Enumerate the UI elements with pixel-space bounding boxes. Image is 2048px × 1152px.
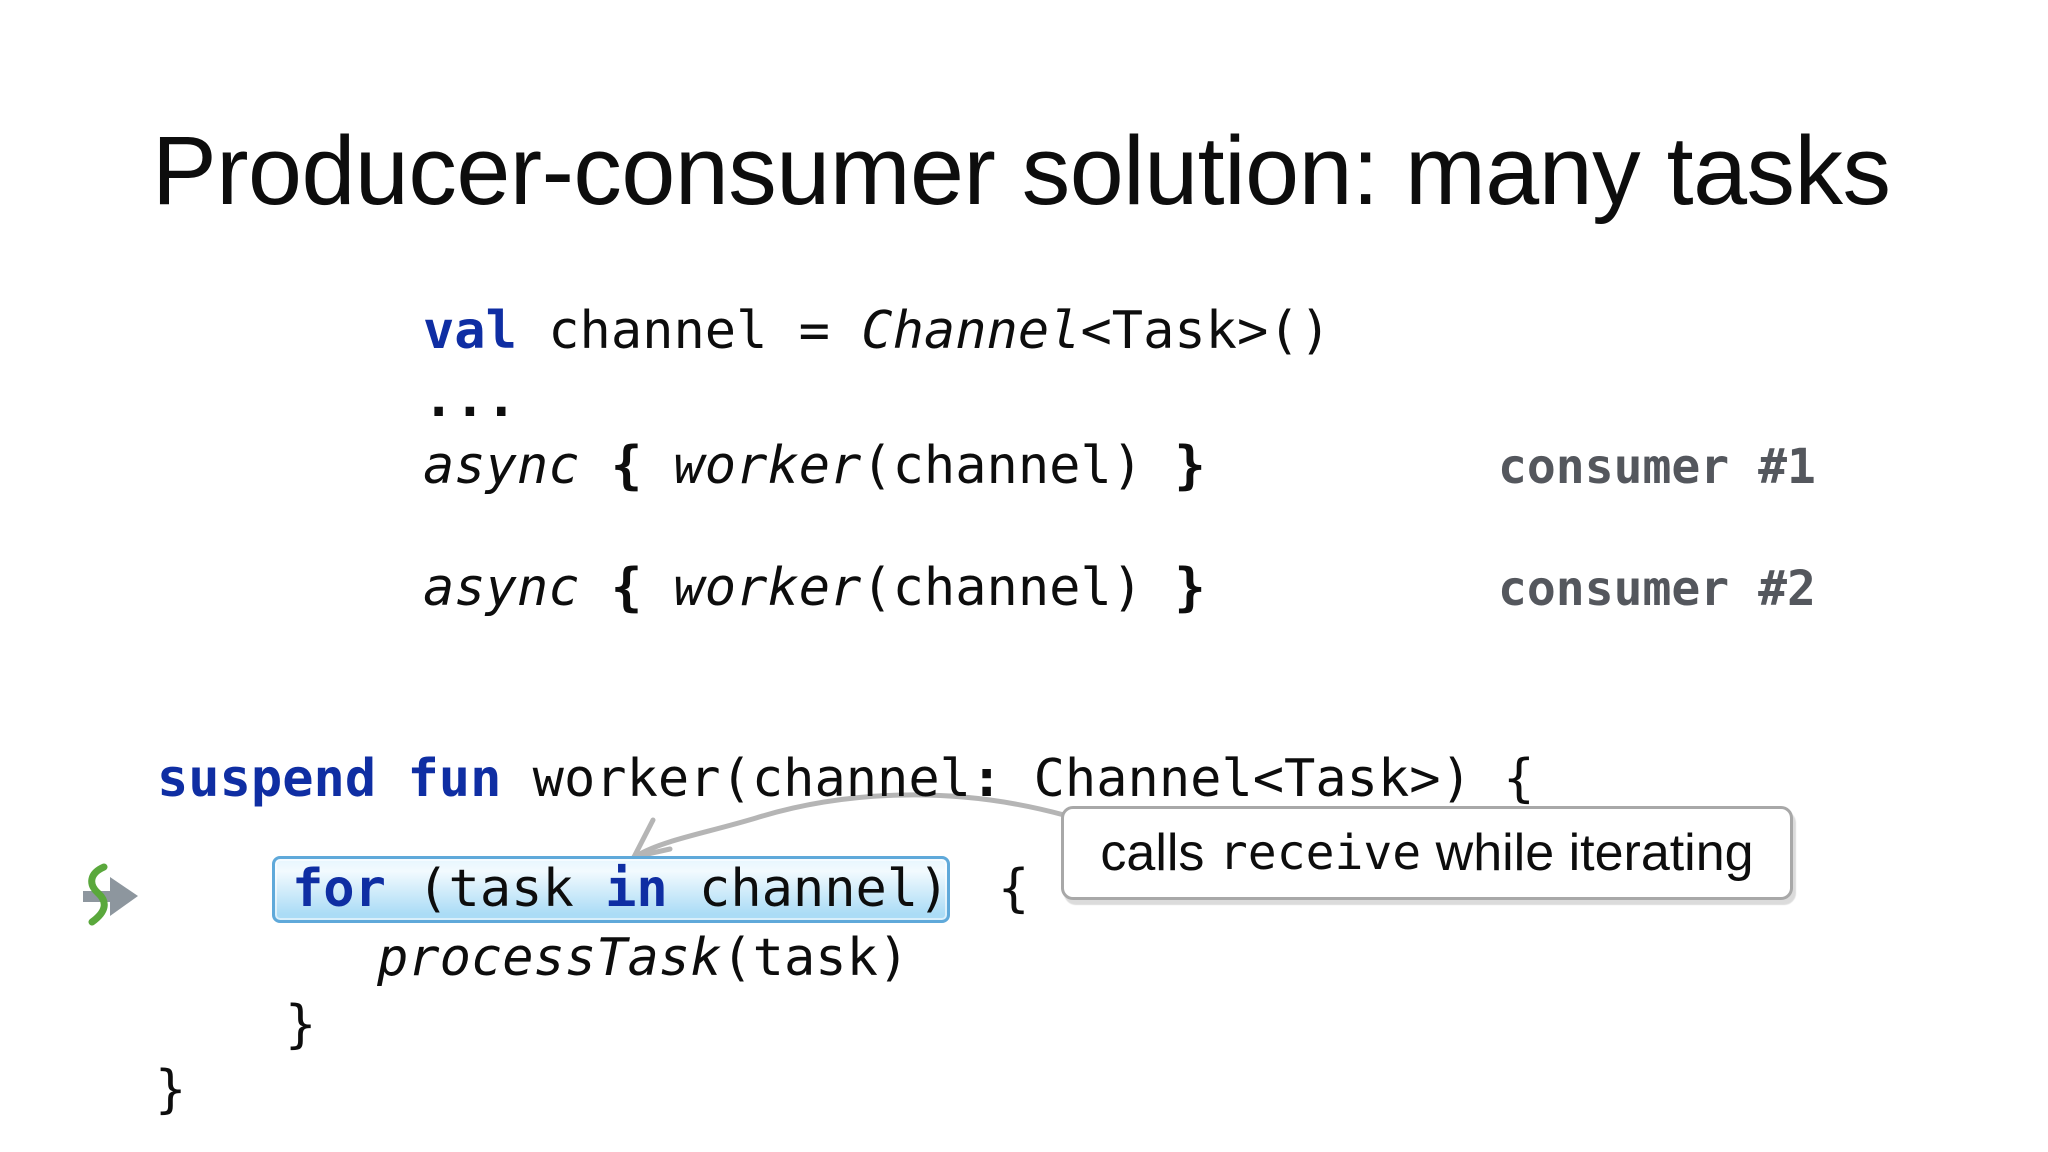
callout-text-suffix: while iterating [1421, 824, 1754, 882]
code-token: async [423, 558, 611, 618]
code-line-for-open-brace: { [998, 856, 1029, 922]
code-token: consumer #1 [1498, 439, 1816, 495]
code-token: <Task>() [1080, 301, 1331, 361]
code-token: } [1174, 436, 1206, 496]
code-line-async-2: async { worker(channel) } [423, 555, 1206, 621]
code-token: (channel) [861, 558, 1175, 618]
code-token: (task [385, 859, 606, 919]
code-token: (channel) [861, 436, 1175, 496]
code-token: } [155, 1060, 187, 1120]
code-token: Channel<Task>) { [1002, 749, 1535, 809]
code-token: : [970, 749, 1003, 809]
code-line-ellipsis: ... [423, 366, 517, 432]
code-line-async-1: async { worker(channel) } [423, 433, 1206, 499]
code-token: } [285, 995, 317, 1055]
code-token: consumer #2 [1498, 561, 1816, 617]
code-line-for: for (task in channel) [292, 856, 949, 922]
code-line-close-brace-outer: } [155, 1057, 186, 1123]
code-token: channel = [516, 301, 862, 361]
code-token: worker [673, 558, 862, 618]
callout-box: calls receive while iterating [1061, 806, 1793, 900]
code-token: val [423, 301, 517, 361]
code-line-close-brace-inner: } [285, 992, 316, 1058]
code-token: { [998, 859, 1030, 919]
code-token: Channel [861, 301, 1081, 361]
code-token: { [610, 436, 674, 496]
code-token: processTask [377, 928, 722, 988]
label-consumer-1: consumer #1 [1498, 433, 1816, 499]
code-token: { [610, 558, 674, 618]
callout-text-prefix: calls [1100, 824, 1219, 882]
code-token: async [423, 436, 611, 496]
code-token: channel) [667, 859, 950, 919]
code-token: ... [423, 369, 517, 429]
code-token: in [605, 859, 668, 919]
code-line-val: val channel = Channel<Task>() [423, 298, 1331, 364]
callout-code-receive: receive [1218, 825, 1422, 881]
code-token: (task) [721, 928, 910, 988]
code-token: } [1174, 558, 1206, 618]
code-token: worker(channel [501, 749, 971, 809]
code-token: for [292, 859, 386, 919]
code-line-suspend-fun: suspend fun worker(channel: Channel<Task… [157, 746, 1535, 812]
code-line-processtask: processTask(task) [377, 925, 909, 991]
label-consumer-2: consumer #2 [1498, 555, 1816, 621]
code-token: worker [673, 436, 862, 496]
code-token: suspend fun [157, 749, 502, 809]
for-loop-highlight [272, 856, 950, 923]
slide-title: Producer-consumer solution: many tasks [152, 116, 1891, 225]
